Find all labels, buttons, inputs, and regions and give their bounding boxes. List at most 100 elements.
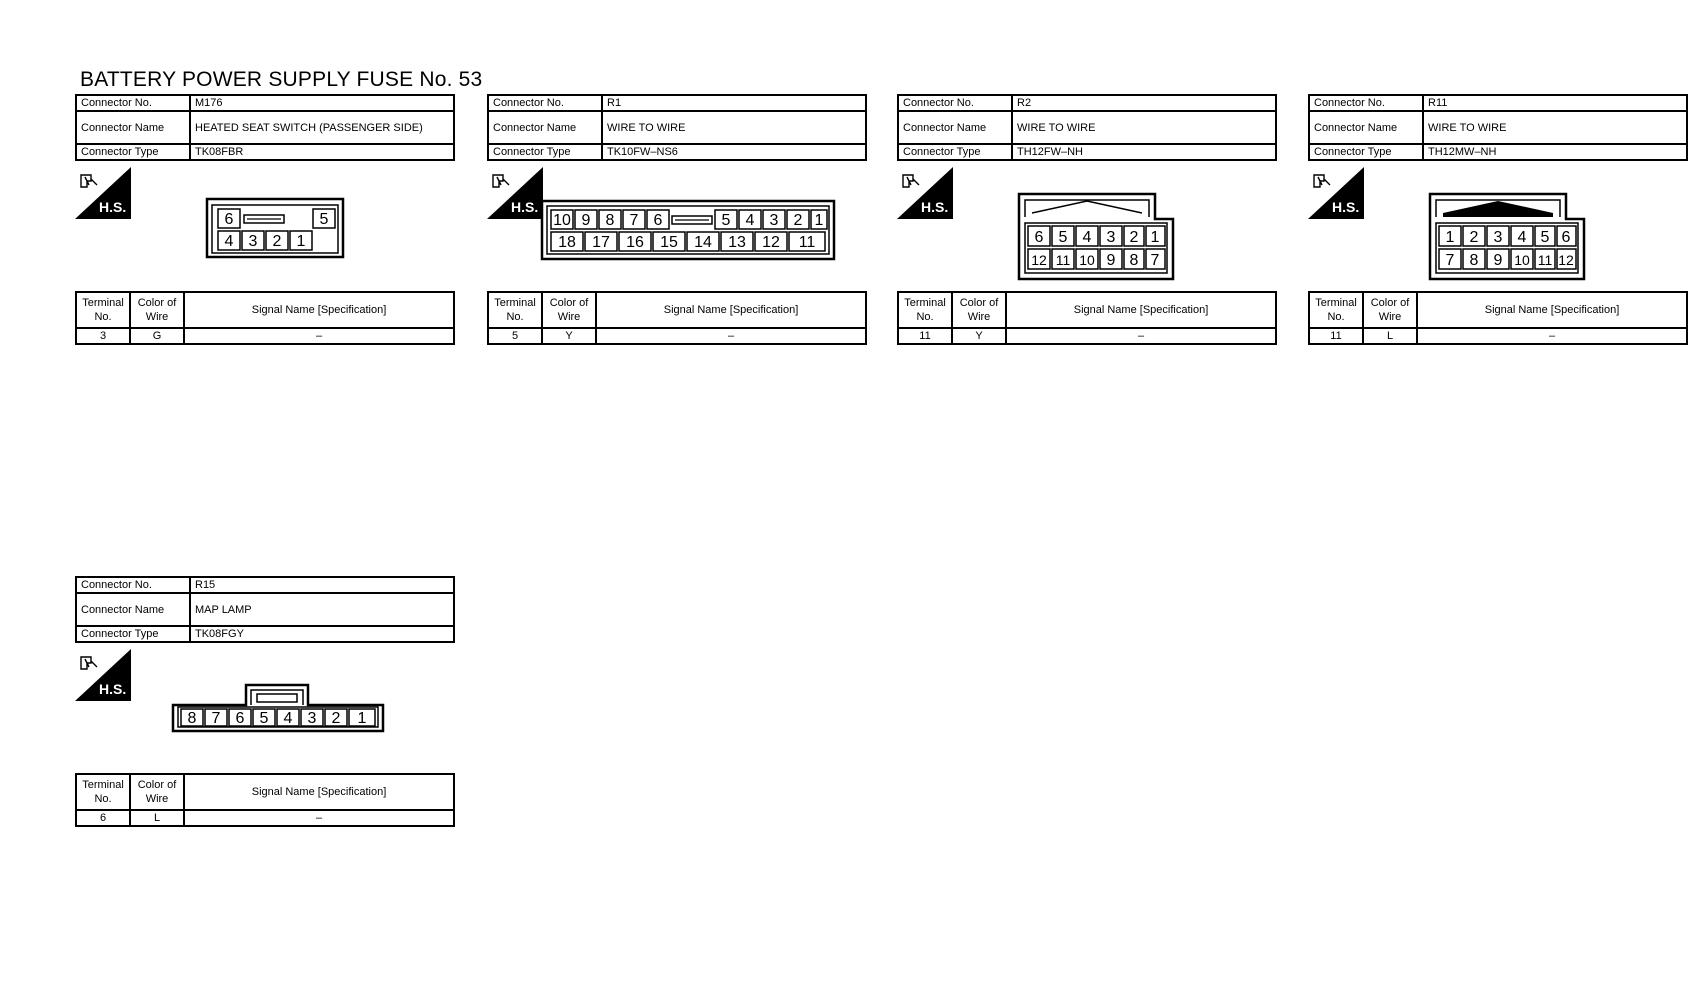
pin-label: 8 (188, 710, 197, 727)
pin-label: 6 (236, 710, 245, 727)
connector-no-label: Connector No. (487, 94, 603, 112)
color-of-wire-header: Color of Wire (129, 291, 185, 329)
terminal-no-header: Terminal No. (1308, 291, 1364, 329)
connector-face-diagram: 6 5 4 3 2 1 (205, 197, 345, 259)
pin-label: 8 (1470, 252, 1479, 269)
connector-no-label: Connector No. (75, 576, 191, 594)
pin-label: 4 (284, 710, 293, 727)
hs-label: H.S. (1332, 199, 1359, 215)
harness-side-icon: H.S. (1308, 167, 1364, 219)
pin-label: 5 (320, 211, 329, 228)
signal-name-header: Signal Name [Specification] (595, 291, 867, 329)
connector-no-label: Connector No. (75, 94, 191, 112)
harness-side-icon: H.S. (75, 167, 131, 219)
pin-label: 16 (626, 234, 644, 251)
pin-label: 2 (273, 233, 282, 250)
hs-label: H.S. (99, 681, 126, 697)
color-of-wire-header: Color of Wire (1362, 291, 1418, 329)
pin-label: 4 (746, 212, 755, 229)
connector-face-diagram: 8 7 6 5 4 3 2 1 (171, 683, 385, 733)
terminal-no-cell: 6 (75, 809, 131, 827)
harness-side-icon: H.S. (897, 167, 953, 219)
pin-label: 7 (1446, 252, 1455, 269)
pin-label: 11 (1538, 252, 1553, 268)
pin-label: 10 (1514, 252, 1530, 268)
pin-label: 3 (1494, 229, 1503, 246)
signal-name-header: Signal Name [Specification] (1416, 291, 1688, 329)
terminal-no-cell: 11 (897, 327, 953, 345)
pin-label: 6 (1035, 229, 1044, 246)
pin-label: 5 (722, 212, 731, 229)
terminal-no-cell: 11 (1308, 327, 1364, 345)
terminal-no-cell: 3 (75, 327, 131, 345)
terminal-no-header: Terminal No. (487, 291, 543, 329)
pin-label: 3 (1107, 229, 1116, 246)
color-of-wire-header: Color of Wire (129, 773, 185, 811)
connector-name-value: WIRE TO WIRE (1011, 110, 1277, 145)
connector-name-value: WIRE TO WIRE (601, 110, 867, 145)
connector-type-value: TK10FW–NS6 (601, 143, 867, 161)
connector-no-label: Connector No. (897, 94, 1013, 112)
pin-label: 11 (1056, 252, 1071, 268)
wire-color-cell: Y (951, 327, 1007, 345)
pin-label: 10 (1079, 252, 1095, 268)
connector-name-label: Connector Name (487, 110, 603, 145)
pin-label: 1 (1446, 229, 1455, 246)
connector-type-label: Connector Type (1308, 143, 1424, 161)
connector-type-value: TK08FBR (189, 143, 455, 161)
pin-label: 7 (1151, 252, 1160, 269)
connector-no-value: R15 (189, 576, 455, 594)
pin-label: 18 (558, 234, 576, 251)
page-title: BATTERY POWER SUPPLY FUSE No. 53 (80, 68, 483, 91)
pin-label: 4 (1518, 229, 1527, 246)
signal-name-cell: – (595, 327, 867, 345)
wire-color-cell: L (1362, 327, 1418, 345)
connector-no-value: R1 (601, 94, 867, 112)
signal-name-cell: – (1416, 327, 1688, 345)
pin-label: 1 (358, 710, 367, 727)
connector-name-value: WIRE TO WIRE (1422, 110, 1688, 145)
pin-label: 9 (1107, 252, 1116, 269)
pin-label: 7 (630, 212, 639, 229)
pin-label: 2 (1470, 229, 1479, 246)
harness-side-icon: H.S. (487, 167, 543, 219)
pin-label: 5 (260, 710, 269, 727)
pin-label: 1 (1151, 229, 1160, 246)
connector-face-diagram: 10 9 8 7 6 5 4 3 2 1 18 17 16 15 14 13 1… (540, 199, 836, 261)
signal-name-header: Signal Name [Specification] (183, 773, 455, 811)
connector-type-value: TH12MW–NH (1422, 143, 1688, 161)
pin-label: 9 (1494, 252, 1503, 269)
signal-name-cell: – (183, 809, 455, 827)
connector-type-value: TH12FW–NH (1011, 143, 1277, 161)
signal-name-header: Signal Name [Specification] (183, 291, 455, 329)
pin-label: 9 (582, 212, 591, 229)
pin-label: 3 (249, 233, 258, 250)
pin-label: 6 (1562, 229, 1571, 246)
connector-type-label: Connector Type (75, 625, 191, 643)
pin-label: 1 (297, 233, 306, 250)
wire-color-cell: Y (541, 327, 597, 345)
hs-label: H.S. (99, 199, 126, 215)
terminal-no-header: Terminal No. (75, 291, 131, 329)
color-of-wire-header: Color of Wire (541, 291, 597, 329)
pin-label: 12 (1031, 252, 1047, 268)
pin-label: 12 (762, 234, 780, 251)
pin-label: 8 (1130, 252, 1139, 269)
pin-label: 10 (553, 212, 571, 229)
